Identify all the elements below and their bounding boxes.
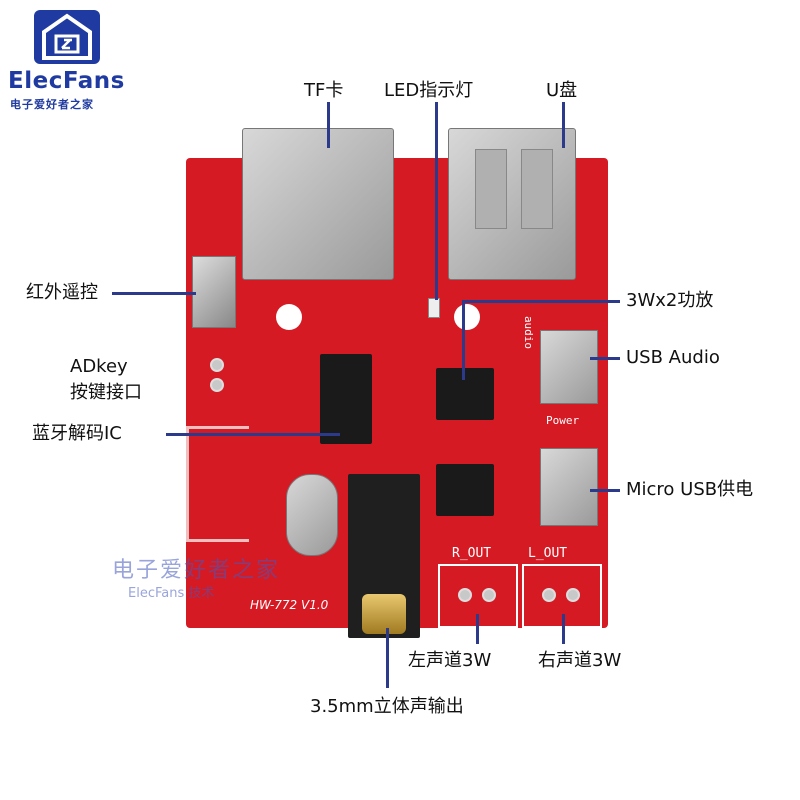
terminal-pad — [566, 588, 580, 602]
adkey-pad — [210, 378, 224, 392]
leader-line-amp-v — [462, 300, 465, 380]
leader-line-bt-ic — [166, 433, 340, 436]
label-usb-audio: USB Audio — [626, 347, 720, 368]
label-amplifier: 3Wx2功放 — [626, 290, 714, 311]
leader-line-amp-h — [462, 300, 620, 303]
logo-subtitle: 电子爱好者之家 — [10, 98, 94, 111]
mount-hole — [454, 304, 480, 330]
tf-card-slot — [242, 128, 394, 280]
bluetooth-antenna — [186, 426, 249, 542]
amplifier-chip — [436, 464, 494, 516]
leader-line-left — [562, 614, 565, 644]
label-micro-usb: Micro USB供电 — [626, 479, 754, 500]
leader-line-ir — [112, 292, 196, 295]
mount-hole — [276, 304, 302, 330]
leader-line-udisk — [562, 102, 565, 148]
usb-a-port — [448, 128, 576, 280]
leader-line-micro-usb — [590, 489, 620, 492]
adkey-pad — [210, 358, 224, 372]
label-jack: 3.5mm立体声输出 — [310, 696, 464, 717]
audio-jack — [348, 474, 420, 638]
label-adkey-interface: 按键接口 — [70, 382, 142, 403]
silk-audio: audio — [522, 315, 536, 350]
pcb-board: R_OUT L_OUT Power audio — [186, 128, 608, 638]
crystal-oscillator — [286, 474, 338, 556]
micro-usb-power-port — [540, 448, 598, 526]
elecfans-logo-icon — [34, 10, 100, 64]
terminal-pad — [458, 588, 472, 602]
board-model: HW-772 V1.0 — [250, 598, 329, 612]
watermark-cn: 电子爱好者之家 — [112, 558, 281, 583]
usb-audio-port — [540, 330, 598, 404]
ir-receiver — [192, 256, 236, 328]
bluetooth-decoder-ic — [320, 354, 372, 444]
terminal-pad — [542, 588, 556, 602]
silk-r-out: R_OUT — [452, 546, 492, 561]
label-adkey: ADkey — [70, 356, 128, 377]
label-tf-card: TF卡 — [304, 80, 344, 101]
label-bt-ic: 蓝牙解码IC — [32, 423, 122, 444]
logo-name: ElecFans — [8, 68, 125, 94]
terminal-pad — [482, 588, 496, 602]
leader-line-usb-audio — [590, 357, 620, 360]
silk-l-out: L_OUT — [528, 546, 568, 561]
watermark-en: ElecFans 技术 — [128, 586, 215, 601]
label-ir-remote: 红外遥控 — [26, 282, 98, 303]
leader-line-tf — [327, 102, 330, 148]
led-indicator — [428, 298, 440, 318]
label-led: LED指示灯 — [384, 80, 474, 101]
label-left-channel: 左声道3W — [408, 650, 492, 671]
label-right-channel: 右声道3W — [538, 650, 622, 671]
leader-line-right — [476, 614, 479, 644]
amplifier-chip — [436, 368, 494, 420]
leader-line-jack — [386, 628, 389, 688]
silk-power: Power — [546, 414, 580, 427]
label-udisk: U盘 — [546, 80, 578, 101]
leader-line-led — [435, 102, 438, 300]
